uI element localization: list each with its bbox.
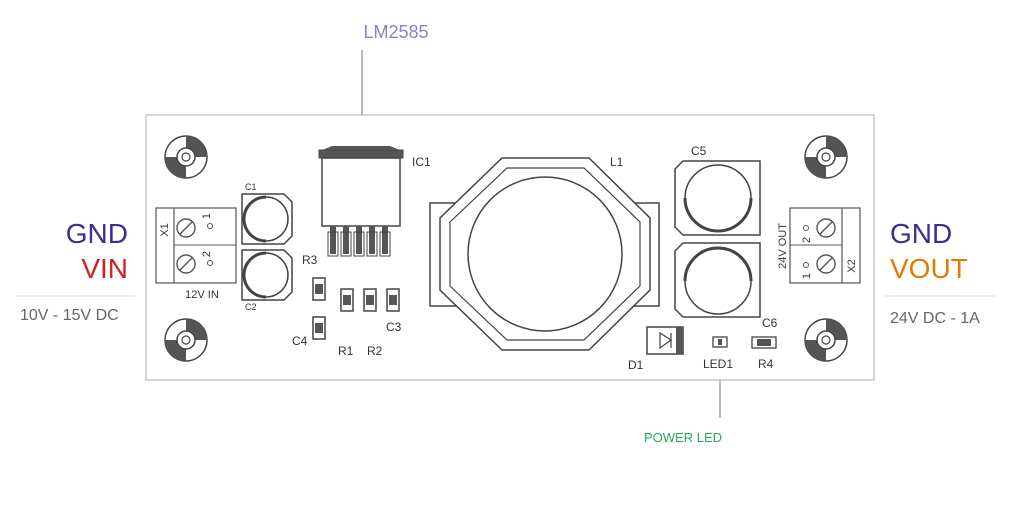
x1-pin2-label: 2 <box>201 251 213 257</box>
input-voltage-range: 10V - 15V DC <box>20 307 119 324</box>
input-vin-label: VIN <box>81 253 128 284</box>
led1-label: LED1 <box>703 357 733 371</box>
mounting-hole-bottom-left <box>164 318 208 362</box>
input-terminal-x1 <box>155 207 237 284</box>
output-connector-label: 24V OUT <box>777 223 789 269</box>
c6-label: C6 <box>762 316 778 330</box>
resistor-r4 <box>751 336 777 349</box>
r2-label: R2 <box>367 344 383 358</box>
chip-callout-label: LM2585 <box>363 22 428 42</box>
x2-pin1-label: 1 <box>801 273 813 279</box>
x2-label: X2 <box>846 259 858 272</box>
output-gnd-label: GND <box>890 218 952 249</box>
output-vout-label: VOUT <box>890 253 968 284</box>
capacitor-c1 <box>241 193 293 245</box>
r4-label: R4 <box>758 357 774 371</box>
c2-label: C2 <box>245 302 257 312</box>
mounting-hole-bottom-right <box>804 318 848 362</box>
diode-d1 <box>646 326 684 355</box>
mounting-hole-top-left <box>164 135 208 179</box>
output-rating: 24V DC - 1A <box>890 310 980 327</box>
input-gnd-label: GND <box>66 218 128 249</box>
capacitor-c6 <box>674 242 761 318</box>
capacitor-c2 <box>241 249 293 301</box>
x1-label: X1 <box>159 223 171 236</box>
c5-label: C5 <box>691 144 707 158</box>
r3-label: R3 <box>302 253 318 267</box>
input-connector-label: 12V IN <box>185 289 219 301</box>
resistor-r1 <box>340 288 354 312</box>
led1-component <box>712 336 728 348</box>
capacitor-c5 <box>674 160 761 236</box>
resistor-r3 <box>312 277 326 301</box>
inductor-l1 <box>429 157 660 351</box>
x2-pin2-label: 2 <box>801 237 813 243</box>
led-callout-label: POWER LED <box>644 430 722 445</box>
capacitor-c4 <box>312 316 326 340</box>
c4-label: C4 <box>292 334 308 348</box>
x1-pin1-label: 1 <box>201 213 213 219</box>
r1-label: R1 <box>338 344 354 358</box>
l1-label: L1 <box>610 155 624 169</box>
mounting-hole-top-right <box>804 135 848 179</box>
d1-label: D1 <box>628 358 644 372</box>
resistor-r2 <box>363 288 377 312</box>
output-terminal-x2 <box>789 207 861 284</box>
c3-label: C3 <box>386 320 402 334</box>
c1-label: C1 <box>245 182 257 192</box>
ic1-label: IC1 <box>412 155 431 169</box>
capacitor-c3 <box>386 288 400 312</box>
ic1-chip <box>318 146 404 257</box>
